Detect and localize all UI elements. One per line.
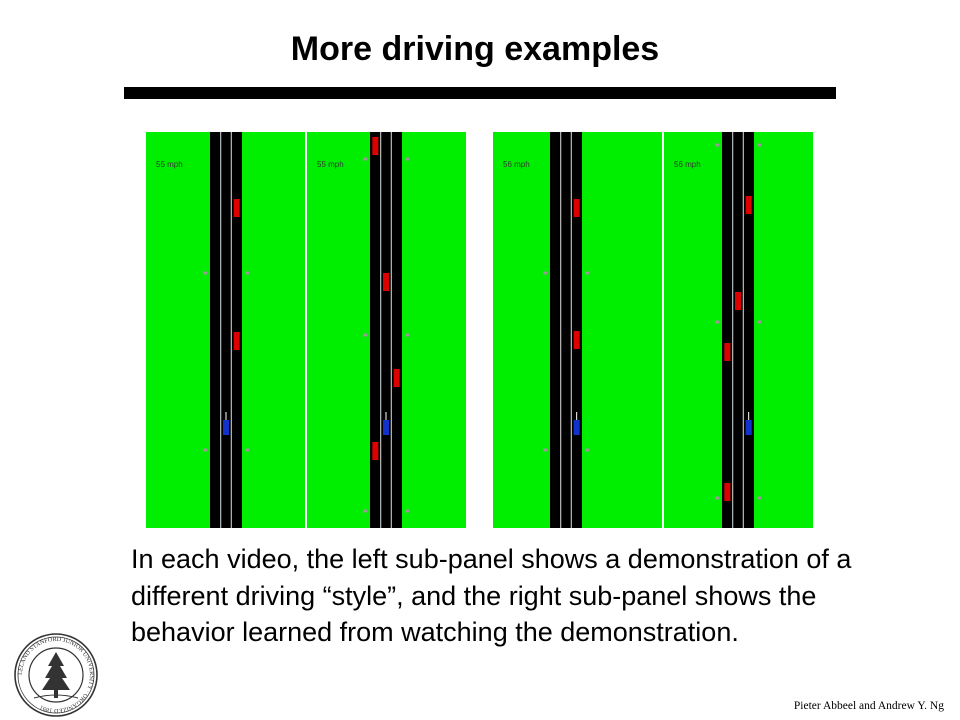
video-left-demonstration-own-car xyxy=(223,420,229,435)
video-left-demonstration-panel: 55 mph xyxy=(146,132,306,528)
video-left-demonstration-road xyxy=(210,132,242,528)
slide-caption: In each video, the left sub-panel shows … xyxy=(131,544,852,647)
video-left-demonstration-lane-line xyxy=(230,132,232,528)
video-right-demonstration-roadside-marker xyxy=(585,271,589,275)
video-right-learned-other-car xyxy=(724,483,731,501)
video-right-learned-other-car xyxy=(735,292,741,310)
video-left-learned-own-car-antenna xyxy=(385,412,387,420)
video-right-demonstration-speed-readout: 56 mph xyxy=(503,160,530,169)
video-right-learned-own-car-antenna xyxy=(748,412,750,420)
video-right-learned-own-car xyxy=(745,420,752,435)
video-right-learned-lane-line xyxy=(742,132,744,528)
video-left-learned-other-car xyxy=(383,273,389,291)
video-right-learned-lane-line xyxy=(732,132,734,528)
video-right-frame: 56 mph 56 mph xyxy=(493,132,813,528)
slide-title: More driving examples xyxy=(290,30,660,68)
video-left-demonstration-other-car xyxy=(233,332,240,350)
video-left[interactable]: 55 mph 55 mph xyxy=(146,132,466,528)
video-right-divider xyxy=(662,132,664,528)
video-left-learned-roadside-marker xyxy=(405,157,409,161)
video-right-demonstration-roadside-marker xyxy=(543,448,547,452)
video-right-learned-roadside-marker xyxy=(715,143,719,147)
video-right-demonstration-lane-line xyxy=(570,132,572,528)
video-right-demonstration-panel: 56 mph xyxy=(493,132,663,528)
video-left-learned-roadside-marker xyxy=(405,333,409,337)
video-right-demonstration-roadside-marker xyxy=(543,271,547,275)
video-left-learned-own-car xyxy=(383,420,389,435)
video-right-demonstration-lane-line xyxy=(560,132,562,528)
video-right-demonstration-roadside-marker xyxy=(585,448,589,452)
video-left-demonstration-roadside-marker xyxy=(245,448,249,452)
video-left-learned-roadside-marker xyxy=(363,509,367,513)
stanford-seal-icon: LELAND STANFORD JUNIOR UNIVERSITY · ORGA… xyxy=(14,633,98,717)
video-left-learned-panel: 55 mph xyxy=(307,132,466,528)
video-right[interactable]: 56 mph 56 mph xyxy=(493,132,813,528)
video-right-demonstration-own-car-antenna xyxy=(576,412,578,420)
video-right-learned-roadside-marker xyxy=(715,496,719,500)
video-left-learned-road xyxy=(370,132,402,528)
video-right-learned-speed-readout: 56 mph xyxy=(674,160,701,169)
video-left-frame: 55 mph 55 mph xyxy=(146,132,466,528)
video-right-demonstration-other-car xyxy=(573,331,580,349)
video-left-learned-other-car xyxy=(372,442,379,460)
video-left-demonstration-own-car-antenna xyxy=(225,412,227,420)
video-right-demonstration-own-car xyxy=(573,420,580,435)
video-right-learned-panel: 56 mph xyxy=(664,132,813,528)
video-left-learned-other-car xyxy=(393,369,400,387)
video-right-learned-road xyxy=(722,132,754,528)
video-right-learned-roadside-marker xyxy=(757,320,761,324)
video-left-demonstration-roadside-marker xyxy=(245,271,249,275)
video-left-learned-lane-line xyxy=(390,132,392,528)
video-left-learned-lane-line xyxy=(380,132,382,528)
video-right-learned-roadside-marker xyxy=(715,320,719,324)
slide-credit: Pieter Abbeel and Andrew Y. Ng xyxy=(793,700,944,712)
video-right-demonstration-road xyxy=(550,132,582,528)
video-right-learned-roadside-marker xyxy=(757,143,761,147)
video-right-learned-roadside-marker xyxy=(757,496,761,500)
video-left-demonstration-lane-line xyxy=(220,132,222,528)
video-left-learned-other-car xyxy=(372,137,379,155)
video-right-demonstration-other-car xyxy=(573,199,580,217)
video-left-demonstration-speed-readout: 55 mph xyxy=(156,160,183,169)
video-left-demonstration-other-car xyxy=(233,199,240,217)
video-left-learned-roadside-marker xyxy=(363,157,367,161)
video-left-demonstration-roadside-marker xyxy=(203,271,207,275)
video-right-learned-other-car xyxy=(745,196,752,214)
video-left-learned-roadside-marker xyxy=(363,333,367,337)
video-left-learned-roadside-marker xyxy=(405,509,409,513)
video-right-learned-other-car xyxy=(724,343,731,361)
video-left-divider xyxy=(305,132,307,528)
video-left-demonstration-roadside-marker xyxy=(203,448,207,452)
video-left-learned-speed-readout: 55 mph xyxy=(317,160,344,169)
title-rule xyxy=(124,87,836,99)
